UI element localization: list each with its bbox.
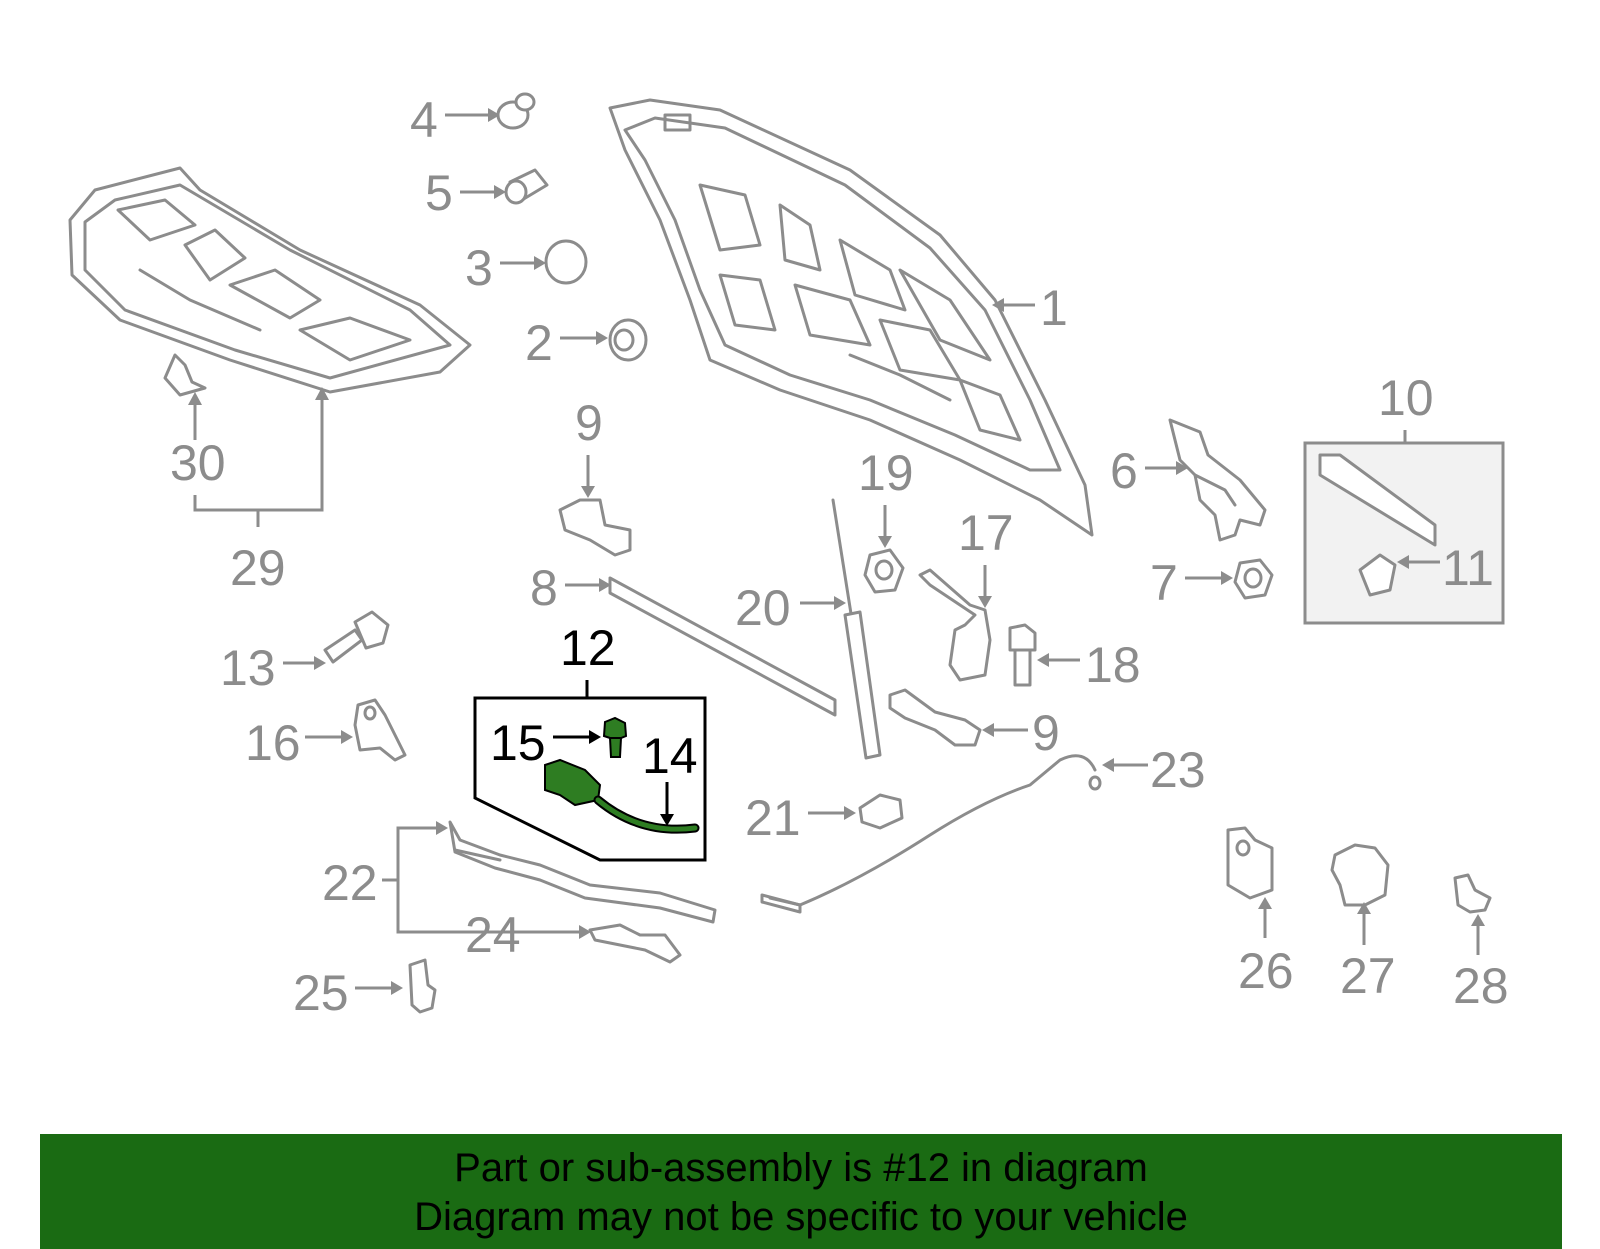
callout-2: 2 (525, 315, 553, 371)
banner-line-2: Diagram may not be specific to your vehi… (414, 1195, 1188, 1239)
seal-strip-part-8 (608, 576, 837, 717)
clip-part-26 (1226, 826, 1274, 900)
callout-20: 20 (735, 580, 791, 636)
callout-4: 4 (410, 92, 438, 148)
callout-15: 15 (490, 715, 546, 771)
callout-30: 30 (170, 435, 226, 491)
callout-13: 13 (220, 640, 276, 696)
callout-18: 18 (1085, 637, 1141, 693)
nut-part-19 (863, 548, 905, 594)
bracket-part-9-lower (888, 688, 982, 747)
nut-part-7 (1233, 558, 1274, 600)
bracket-part-16 (353, 698, 407, 762)
callout-25: 25 (293, 965, 349, 1021)
insulator-clip-part (163, 353, 207, 397)
bumper-stop-part-4 (496, 92, 536, 130)
bumper-part-5 (504, 168, 549, 205)
hood-hinge-part (1168, 418, 1267, 542)
shield-part-27 (1330, 843, 1390, 907)
callout-29: 29 (230, 540, 286, 596)
bracket-part-9-upper (558, 498, 632, 557)
hood-panel-part (608, 98, 1094, 537)
plug-part-3 (544, 239, 588, 285)
callout-3: 3 (465, 240, 493, 296)
bolt-part-13 (323, 610, 390, 664)
bumper-part-21 (858, 793, 904, 830)
bolt-part-15 (602, 716, 628, 758)
clip-part-28 (1453, 873, 1492, 914)
callout-6: 6 (1110, 443, 1138, 499)
callout-21: 21 (745, 790, 801, 846)
clip-part-25 (408, 958, 437, 1014)
callout-10: 10 (1378, 370, 1434, 426)
callout-28: 28 (1453, 958, 1509, 1014)
callout-5: 5 (425, 165, 453, 221)
callout-1: 1 (1040, 280, 1068, 336)
hood-release-latch-part-14 (544, 758, 700, 834)
weatherstrip-box (1303, 441, 1505, 625)
callout-19: 19 (858, 445, 914, 501)
callout-11: 11 (1442, 540, 1494, 596)
callout-9-upper: 9 (575, 395, 603, 451)
callout-16: 16 (245, 715, 301, 771)
callout-22: 22 (322, 855, 378, 911)
release-handle-part-22 (448, 820, 717, 924)
callout-24: 24 (465, 907, 521, 963)
callout-12: 12 (560, 620, 616, 676)
callout-14: 14 (642, 728, 698, 784)
part-notice-banner: Part or sub-assembly is #12 in diagram D… (40, 1134, 1562, 1249)
callout-8: 8 (530, 560, 558, 616)
callout-7: 7 (1150, 555, 1178, 611)
callout-23: 23 (1150, 742, 1206, 798)
callout-26: 26 (1238, 943, 1294, 999)
grommet-part-2 (608, 318, 648, 362)
callout-27: 27 (1340, 948, 1396, 1004)
callout-17: 17 (958, 505, 1014, 561)
release-bracket-part-24 (588, 923, 682, 964)
gas-strut-part-20 (831, 498, 882, 760)
hood-insulator-part (68, 166, 472, 394)
release-cable-part-23 (760, 754, 1102, 914)
bracket-part-17 (918, 568, 992, 682)
banner-line-1: Part or sub-assembly is #12 in diagram (454, 1146, 1148, 1190)
callout-9-lower: 9 (1032, 705, 1060, 761)
bolt-part-18 (1008, 623, 1037, 687)
